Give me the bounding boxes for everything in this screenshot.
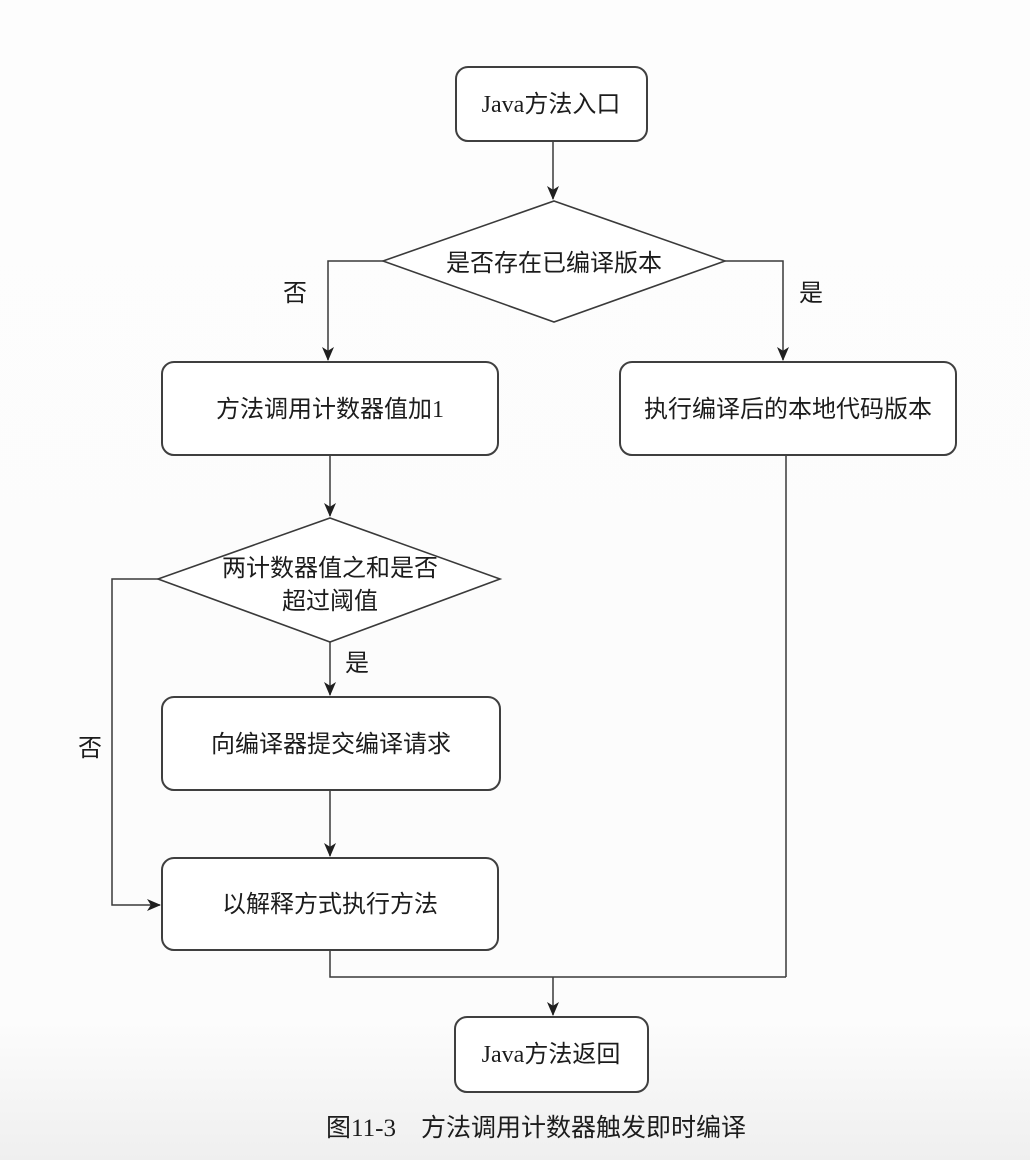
node-decision-compiled: 是否存在已编译版本 [380,200,728,323]
edge-label-compiled-no: 否 [283,281,307,307]
node-submit-compile-label: 向编译器提交编译请求 [211,731,451,758]
node-decision-threshold-label-line2: 超过阈值 [282,588,378,615]
node-decision-compiled-label: 是否存在已编译版本 [446,250,662,277]
node-interpret-execute: 以解释方式执行方法 [161,857,499,951]
node-decision-threshold-shape [155,517,503,643]
edge-decision-threshold-no-branch [111,578,161,911]
edge-label-threshold-no: 否 [78,736,102,762]
node-execute-native: 执行编译后的本地代码版本 [619,361,957,456]
edge-label-threshold-yes: 是 [345,651,369,677]
edge-merge-horizontal [329,950,786,978]
node-execute-native-shape [619,361,957,456]
node-end: Java方法返回 [454,1016,649,1093]
node-interpret-execute-shape [161,857,499,951]
node-end-shape [454,1016,649,1093]
node-decision-threshold-label-line1: 两计数器值之和是否 [222,555,438,582]
figure-caption: 图11-3 方法调用计数器触发即时编译 [326,1114,746,1142]
edge-decision-compiled-yes-branch [725,260,789,361]
node-start-label: Java方法入口 [482,91,621,118]
node-start-shape [455,66,648,142]
edge-label-compiled-yes: 是 [799,281,823,307]
node-decision-compiled-shape [380,200,728,323]
node-end-label: Java方法返回 [482,1041,621,1068]
node-start: Java方法入口 [455,66,648,142]
node-submit-compile-shape [161,696,501,791]
node-decision-threshold: 两计数器值之和是否 超过阈值 [155,517,503,643]
node-increment-counter-shape [161,361,499,456]
node-execute-native-label: 执行编译后的本地代码版本 [644,396,932,423]
node-increment-counter: 方法调用计数器值加1 [161,361,499,456]
node-interpret-execute-label: 以解释方式执行方法 [222,891,438,918]
node-increment-counter-label: 方法调用计数器值加1 [216,396,444,423]
edge-decision-compiled-no-branch [322,260,383,361]
node-submit-compile: 向编译器提交编译请求 [161,696,501,791]
